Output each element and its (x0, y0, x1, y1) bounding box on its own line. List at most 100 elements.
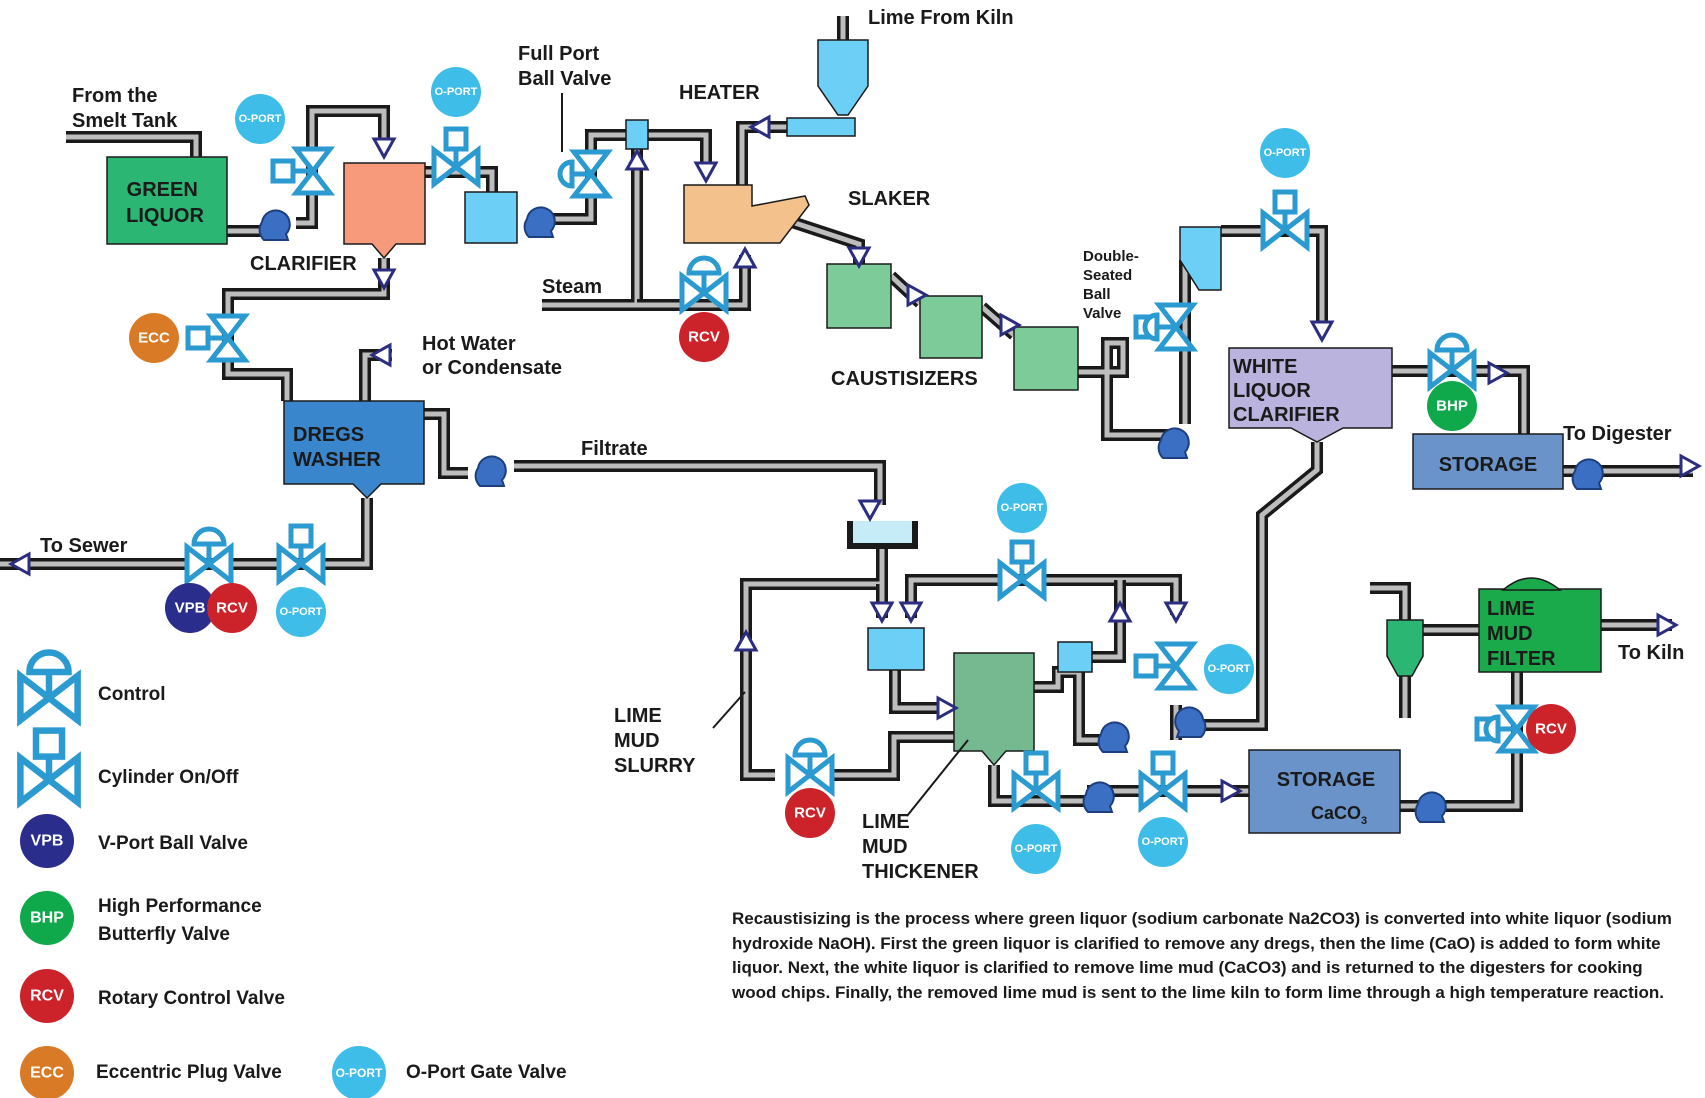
pump-thickener-underflow[interactable] (1082, 781, 1115, 813)
svg-text:O-PORT: O-PORT (435, 86, 478, 98)
filtrate-tank-out-pipe (740, 546, 888, 781)
arrow-slurry-up (733, 628, 759, 652)
legend-control-valve[interactable] (17, 649, 81, 727)
arrow-caust-2 (906, 282, 930, 308)
svg-text:O-PORT: O-PORT (1142, 836, 1185, 848)
dregs-washer[interactable] (283, 400, 425, 500)
cylinder-actuator[interactable] (1133, 653, 1176, 679)
green-liquor-tank[interactable] (106, 156, 228, 245)
thickener-feed-to-thickener-pipe (889, 670, 944, 714)
lime-mud-filter-cyclone[interactable] (1386, 619, 1424, 677)
pump-green-liquor[interactable] (258, 209, 291, 241)
smelt-tank-inlet-pipe (66, 131, 202, 157)
arrow-to-kiln (1656, 612, 1680, 638)
steam-tee-box[interactable] (625, 119, 649, 150)
svg-text:BHP: BHP (1436, 398, 1468, 415)
svg-text:RCV: RCV (1535, 721, 1567, 738)
arrow-feed-1 (869, 601, 895, 625)
arrow-caust-1 (846, 246, 872, 270)
double-seated-lever[interactable] (1142, 312, 1176, 342)
slaker-label: SLAKER (848, 188, 931, 210)
badge-oport-clarifier-out: O-PORT (431, 67, 481, 117)
caustisizer-2[interactable] (919, 295, 983, 359)
pump-caco3-storage[interactable] (1414, 791, 1447, 823)
white-liquor-clarifier-label: WHITE LIQUOR CLARIFIER (1233, 356, 1340, 426)
valve-slaker-steam-rcv[interactable] (679, 255, 729, 316)
lime-hopper[interactable] (817, 39, 869, 116)
white-liquor-clarifier[interactable] (1228, 347, 1393, 443)
to-sewer-label: To Sewer (40, 535, 128, 557)
process-description: Recaustisizing is the process where gree… (732, 909, 1672, 1002)
caco3-storage-label: STORAGE (1277, 769, 1376, 791)
pump-clarified-green[interactable] (523, 206, 556, 238)
full-port-lever[interactable] (557, 159, 591, 189)
caustisizer-1[interactable] (826, 263, 892, 329)
legend-vpb-label: V-Port Ball Valve (98, 833, 248, 854)
lime-mud-filter-label: LIME MUD FILTER (1487, 598, 1556, 670)
legend-rcv-badge: RCV (20, 969, 74, 1023)
filtrate-tank[interactable] (847, 521, 918, 549)
slaker-to-caust-pipe (787, 215, 865, 264)
pump-white-underflow[interactable] (1174, 706, 1207, 738)
caustisizer-3[interactable] (1013, 326, 1079, 391)
valve-thickener-top-oport[interactable] (997, 539, 1047, 603)
valve-clarifier-out-cylinder[interactable] (431, 126, 481, 190)
svg-text:ECC: ECC (138, 330, 170, 347)
valve-white-liquor-cylinder[interactable] (1260, 189, 1310, 253)
to-kiln-label: To Kiln (1618, 642, 1684, 664)
arrow-clarifier-under (371, 268, 397, 292)
pump-thickener-side[interactable] (1097, 721, 1130, 753)
steam-label: Steam (542, 276, 602, 298)
clarified-green-liquor-tank[interactable] (464, 191, 518, 244)
arrow-steam-up (624, 147, 650, 171)
lime-mud-thickener[interactable] (953, 652, 1035, 767)
pump-caust-outlet[interactable] (1157, 427, 1190, 459)
lime-mud-filter[interactable] (1478, 588, 1602, 673)
thickener-feed-box[interactable] (867, 627, 925, 671)
white-liquor-feed-box[interactable] (1179, 226, 1222, 291)
dregs-washer-out-pipe (424, 408, 468, 479)
svg-text:RCV: RCV (688, 329, 720, 346)
dregs-underflow-pipe (0, 498, 373, 570)
valve-caco3-oport[interactable] (1138, 750, 1188, 814)
pump-white-storage[interactable] (1571, 458, 1604, 490)
white-liquor-feed-pipe (1221, 225, 1328, 327)
white-liquor-storage[interactable] (1412, 433, 1564, 490)
valve-slurry-rcv[interactable] (785, 737, 835, 798)
filter-rcv-lever[interactable] (1483, 714, 1517, 744)
pump-dregs-washer[interactable] (474, 455, 507, 487)
smelt-tank-label: From the Smelt Tank (72, 85, 178, 132)
legend-cylinder-valve[interactable] (17, 727, 81, 809)
green-liquor-clarifier[interactable] (343, 162, 426, 260)
heater-box[interactable] (786, 117, 856, 137)
valve-white-clarifier-bhp[interactable] (1427, 332, 1477, 393)
caco3-storage[interactable] (1248, 749, 1401, 834)
valve-sewer-oport[interactable] (276, 523, 326, 587)
lime-feed-pipe (736, 121, 787, 185)
valve-thickener-underflow-oport[interactable] (1011, 750, 1061, 814)
thickener-side-box[interactable] (1057, 641, 1093, 673)
to-digester-label: To Digester (1563, 423, 1672, 445)
arrow-heater-in (693, 161, 719, 185)
valve-sewer-vpb-rcv[interactable] (184, 526, 234, 587)
filtrate-pipe (514, 460, 886, 505)
cylinder-actuator[interactable] (270, 158, 313, 184)
arrow-feed-2 (898, 601, 924, 625)
cylinder-actuator[interactable] (185, 325, 228, 351)
arrow-caust-3 (999, 312, 1023, 338)
arrow-white-under-up (1163, 601, 1189, 625)
badge-rcv-slurry: RCV (785, 788, 835, 838)
caust-3-outlet-pipe (1078, 337, 1174, 441)
slaker[interactable] (683, 184, 810, 244)
svg-text:RCV: RCV (216, 600, 248, 617)
badge-ecc-underflow: ECC (129, 313, 179, 363)
caustisizers-label: CAUSTISIZERS (831, 368, 978, 390)
svg-text:BHP: BHP (30, 910, 64, 927)
svg-text:RCV: RCV (794, 805, 826, 822)
badge-rcv-slaker-steam: RCV (679, 312, 729, 362)
legend-ecc-label: Eccentric Plug Valve (96, 1062, 282, 1083)
badge-oport-caco3: O-PORT (1138, 817, 1188, 867)
heater-label: HEATER (679, 82, 760, 104)
lime-from-kiln-label: Lime From Kiln (868, 7, 1014, 29)
